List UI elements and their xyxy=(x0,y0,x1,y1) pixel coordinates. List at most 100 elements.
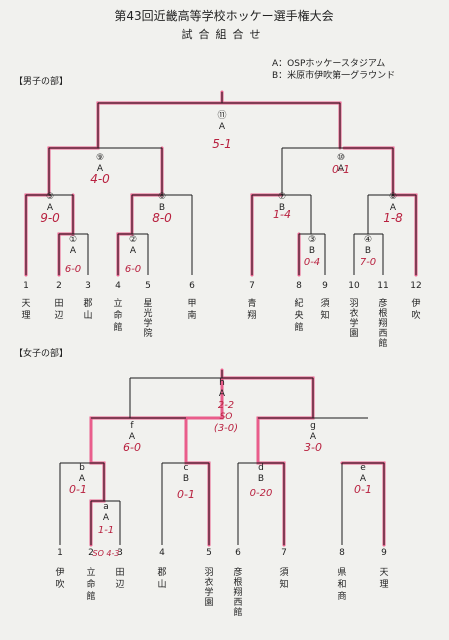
team-number: 2 xyxy=(88,548,94,558)
men-team-7: 7青翔 xyxy=(247,281,256,321)
match-so-label: SO xyxy=(220,412,233,422)
match-venue: A xyxy=(390,203,397,213)
team-name: 田辺 xyxy=(115,567,124,590)
match-venue: A xyxy=(79,474,86,484)
team-name: 羽衣学園 xyxy=(204,567,213,608)
men-team-1: 1天理 xyxy=(21,281,30,321)
team-name: 立命館 xyxy=(113,297,122,333)
match-score: 0-20 xyxy=(250,488,273,499)
match-score: 1-4 xyxy=(273,208,291,221)
match-score: 8-0 xyxy=(152,211,172,225)
team-number: 12 xyxy=(410,281,421,291)
match-id: ① xyxy=(69,235,77,245)
team-name: 彦根翔西館 xyxy=(233,566,242,618)
team-name: 星光学院 xyxy=(143,298,152,339)
women-team-9: 9天理 xyxy=(379,548,388,590)
team-number: 7 xyxy=(281,548,287,558)
men-team-2: 2 田辺 xyxy=(54,281,63,321)
match-id: ⑨ xyxy=(96,153,104,163)
match-id: e xyxy=(360,463,366,473)
team-number: 3 xyxy=(117,548,123,558)
match-score: 6-0 xyxy=(125,264,141,275)
women-team-8: 8 県和商 xyxy=(337,548,346,602)
team-name: 須知 xyxy=(320,298,329,321)
match-id: g xyxy=(310,421,316,431)
team-name: 甲南 xyxy=(187,298,196,321)
men-team-9: 9須知 xyxy=(320,281,329,321)
team-number: 6 xyxy=(189,281,195,291)
match-id: ⑥ xyxy=(158,192,166,202)
match-id: h xyxy=(219,378,225,388)
match-venue: B xyxy=(309,246,315,256)
team-number: 8 xyxy=(339,548,345,558)
team-number: 3 xyxy=(85,281,91,291)
team-number: 11 xyxy=(377,281,388,291)
match-score: 6-0 xyxy=(123,441,141,454)
match-venue: B xyxy=(159,203,165,213)
women-team-4: 4 郡山 xyxy=(157,548,166,590)
women-team-3: 3 田辺 xyxy=(115,548,124,590)
women-team-7: 7須知 xyxy=(279,548,288,590)
match-id: a xyxy=(103,502,109,512)
men-match-3: ③ B 0-4 xyxy=(304,235,320,268)
match-venue: A xyxy=(310,432,317,442)
team-name: 紀央館 xyxy=(294,297,303,333)
women-match-e: e A 0-1 xyxy=(354,463,372,496)
match-venue: B xyxy=(279,203,285,213)
match-so-score: (3-0) xyxy=(214,423,238,434)
men-team-4: 4 立命館 xyxy=(113,281,122,333)
match-score: 2-2 xyxy=(218,400,234,411)
women-bracket-lines xyxy=(59,368,386,547)
match-id: ③ xyxy=(308,235,316,245)
match-id: ⑤ xyxy=(46,192,54,202)
match-venue: B xyxy=(183,474,189,484)
team-name: 県和商 xyxy=(337,567,346,602)
match-venue: A xyxy=(219,122,226,132)
women-match-d: d B 0-20 xyxy=(250,463,273,499)
match-id: d xyxy=(258,463,264,473)
team-number: 4 xyxy=(115,281,121,291)
team-name: 羽衣学園 xyxy=(349,298,358,339)
women-match-c: c B 0-1 xyxy=(177,463,195,501)
match-id: ⑦ xyxy=(278,192,286,202)
team-name: 立命館 xyxy=(86,566,95,602)
men-match-8: ⑧ A 1-8 xyxy=(383,192,403,225)
match-venue: A xyxy=(47,203,54,213)
sheet-subtitle: 試合組合せ xyxy=(182,27,267,41)
match-venue: A xyxy=(103,513,110,523)
match-venue: A xyxy=(97,164,104,174)
match-score: 1-8 xyxy=(383,211,403,225)
match-venue: B xyxy=(258,474,264,484)
men-match-9: ⑨ A 4-0 xyxy=(90,153,110,186)
women-match-final: h A 2-2 SO (3-0) xyxy=(214,378,238,434)
team-number: 4 xyxy=(159,548,165,558)
team-number: 1 xyxy=(23,281,29,291)
match-score: 0-1 xyxy=(177,488,195,501)
match-score: 7-0 xyxy=(360,257,376,268)
match-score: 0-1 xyxy=(69,483,87,496)
women-match-b: b A 0-1 xyxy=(69,463,87,496)
men-team-12: 12 伊吹 xyxy=(410,281,421,321)
match-venue: B xyxy=(365,246,371,256)
venue-legend-a: A：OSPホッケースタジアム xyxy=(272,58,385,69)
team-name: 伊吹 xyxy=(55,566,64,590)
women-match-f: f A 6-0 xyxy=(123,421,141,454)
team-number: 1 xyxy=(57,548,63,558)
match-id: b xyxy=(79,463,85,473)
team-number: 10 xyxy=(348,281,360,291)
men-match-final: ⑪ A 5-1 xyxy=(212,110,232,151)
team-name: 郡山 xyxy=(157,567,166,590)
team-name: 伊吹 xyxy=(411,297,420,321)
match-id: ⑩ xyxy=(337,153,345,163)
team-number: 2 xyxy=(56,281,62,291)
match-score: 9-0 xyxy=(40,211,60,225)
tournament-title: 第43回近畿高等学校ホッケー選手権大会 xyxy=(114,8,333,23)
match-so: SO 4-3 xyxy=(93,549,120,558)
team-number: 9 xyxy=(381,548,387,558)
team-name: 田辺 xyxy=(54,298,63,321)
